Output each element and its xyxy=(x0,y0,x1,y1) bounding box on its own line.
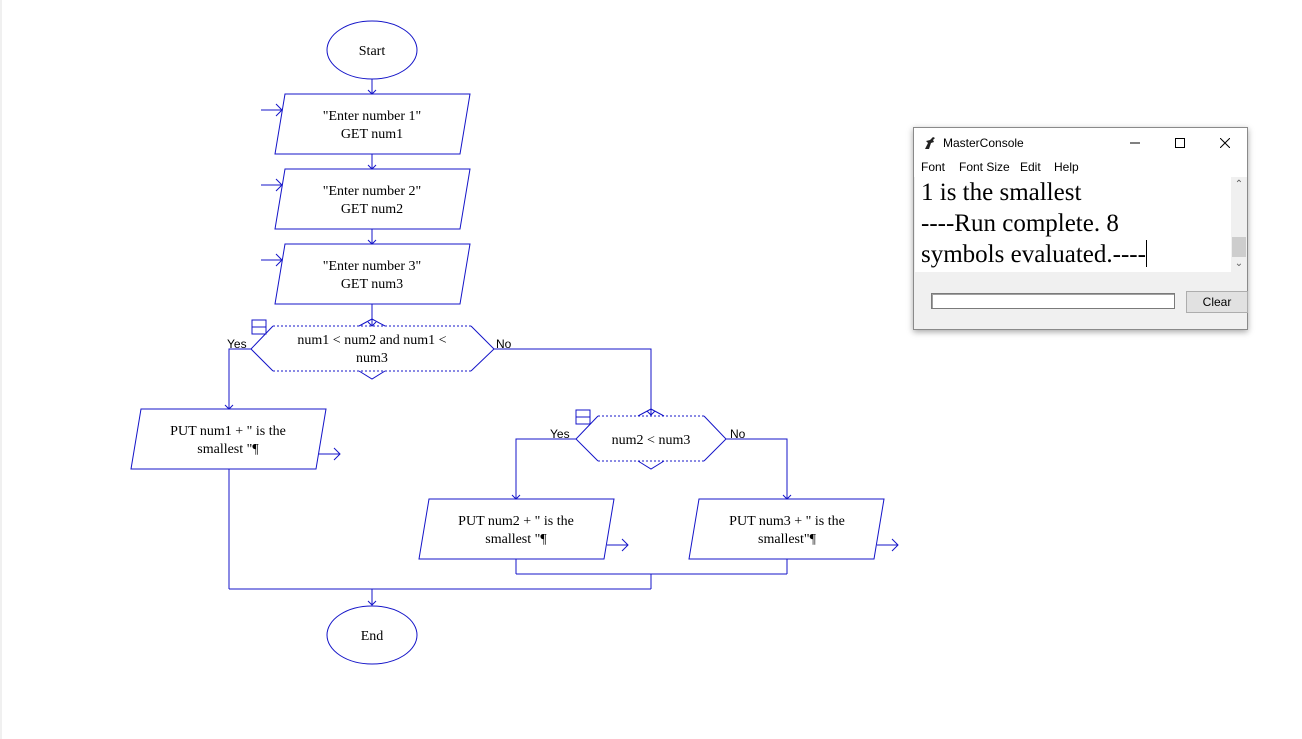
output-scrollbar[interactable]: ⌃ ⌄ xyxy=(1231,177,1247,272)
output-line: 1 is the smallest xyxy=(921,179,1082,206)
output-symbol-1[interactable] xyxy=(130,408,327,470)
input-1-prompt: "Enter number 1" xyxy=(323,109,422,124)
decision-2-yes-label: Yes xyxy=(550,427,570,441)
maximize-icon xyxy=(1174,137,1185,148)
start-terminal[interactable] xyxy=(326,20,418,80)
output-3-line2: smallest"¶ xyxy=(758,532,817,547)
output-symbol-2[interactable] xyxy=(418,498,615,560)
collapse-toggle-icon[interactable] xyxy=(575,409,591,425)
decision-1-yes-label: Yes xyxy=(227,337,247,351)
decision-1-no-label: No xyxy=(496,337,512,351)
menu-bar: Font Font Size Edit Help xyxy=(914,157,1247,177)
input-arrow-icon xyxy=(261,178,283,192)
decision-2[interactable] xyxy=(575,408,727,470)
output-2-line1: PUT num2 + " is the xyxy=(458,514,574,529)
input-3-prompt: "Enter number 3" xyxy=(323,259,422,274)
output-arrow-icon xyxy=(319,447,341,461)
console-output[interactable]: 1 is the smallest ----Run complete. 8 sy… xyxy=(915,177,1231,272)
input-symbol-3[interactable] xyxy=(274,243,471,305)
input-symbol-2[interactable] xyxy=(274,168,471,230)
output-2-line2: smallest "¶ xyxy=(485,532,547,547)
output-line-text: symbols evaluated.---- xyxy=(921,241,1146,268)
output-line: ----Run complete. 8 xyxy=(921,210,1119,237)
output-line-last: symbols evaluated.---- xyxy=(921,239,1147,270)
close-button[interactable] xyxy=(1202,128,1247,157)
input-1-var: GET num1 xyxy=(341,127,403,142)
master-console-window[interactable]: MasterConsole Font Font Size Edit Help 1… xyxy=(913,127,1248,330)
input-arrow-icon xyxy=(261,103,283,117)
scroll-up-icon[interactable]: ⌃ xyxy=(1234,179,1244,190)
output-arrow-icon xyxy=(607,538,629,552)
menu-font[interactable]: Font xyxy=(921,160,946,174)
console-input[interactable] xyxy=(931,293,1175,309)
decision-2-no-label: No xyxy=(730,427,746,441)
menu-edit[interactable]: Edit xyxy=(1020,160,1041,174)
decision-2-condition: num2 < num3 xyxy=(612,433,691,448)
window-edge xyxy=(0,0,2,739)
input-2-var: GET num2 xyxy=(341,202,403,217)
output-1-line1: PUT num1 + " is the xyxy=(170,424,286,439)
text-caret xyxy=(1145,240,1147,267)
output-3-line1: PUT num3 + " is the xyxy=(729,514,845,529)
output-1-line2: smallest "¶ xyxy=(197,442,259,457)
output-symbol-3[interactable] xyxy=(688,498,885,560)
minimize-icon xyxy=(1129,142,1140,143)
decision-1-condition-cont: num3 xyxy=(356,351,388,366)
end-terminal[interactable] xyxy=(326,605,418,665)
input-2-prompt: "Enter number 2" xyxy=(323,184,422,199)
collapse-toggle-icon[interactable] xyxy=(251,319,267,335)
input-arrow-icon xyxy=(261,253,283,267)
scroll-down-icon[interactable]: ⌄ xyxy=(1234,258,1244,269)
menu-help[interactable]: Help xyxy=(1054,160,1079,174)
decision-1[interactable] xyxy=(250,318,495,380)
scroll-thumb[interactable] xyxy=(1232,237,1246,257)
start-label: Start xyxy=(359,44,386,59)
minimize-button[interactable] xyxy=(1112,128,1157,157)
close-icon xyxy=(1219,137,1230,148)
title-bar[interactable]: MasterConsole xyxy=(914,128,1247,157)
input-3-var: GET num3 xyxy=(341,277,403,292)
output-arrow-icon xyxy=(877,538,899,552)
clear-button[interactable]: Clear xyxy=(1186,291,1248,313)
decision-1-condition: num1 < num2 and num1 < xyxy=(297,333,446,348)
end-label: End xyxy=(361,629,384,644)
raptor-icon xyxy=(925,137,935,149)
flow-connectors xyxy=(224,79,792,606)
window-title: MasterConsole xyxy=(943,136,1024,150)
maximize-button[interactable] xyxy=(1157,128,1202,157)
input-symbol-1[interactable] xyxy=(274,93,471,155)
menu-font-size[interactable]: Font Size xyxy=(959,160,1010,174)
